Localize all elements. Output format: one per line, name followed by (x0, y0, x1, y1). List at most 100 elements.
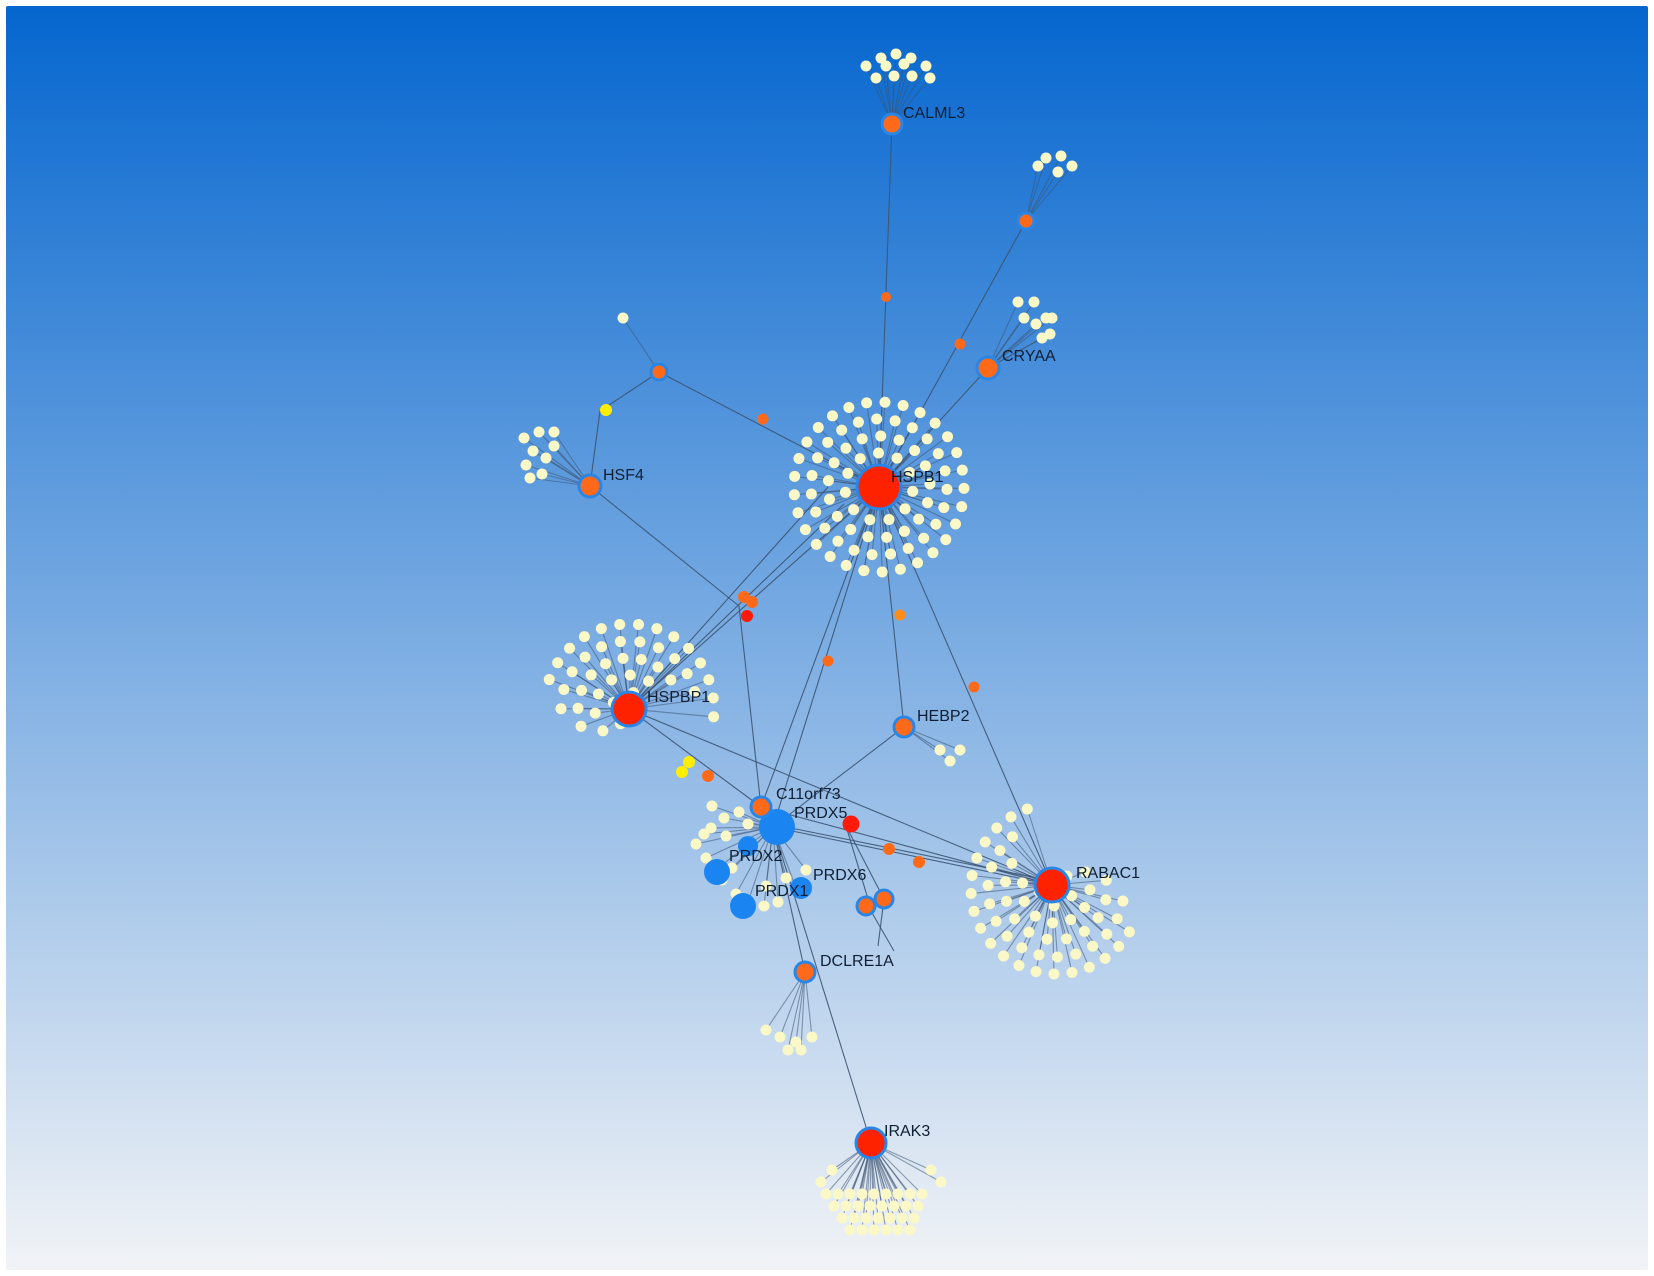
leaf-node (940, 534, 952, 546)
leaf-edge (800, 971, 806, 1051)
leaf-node (951, 447, 963, 459)
leaf-node (706, 800, 718, 812)
backbone-edge (772, 826, 1053, 886)
leaf-node (888, 1200, 900, 1212)
leaf-node (840, 1200, 852, 1212)
label-layer: CALML3 CRYAA HSF4 HSPB1 HSPBP1 HEBP2 C11… (603, 105, 1140, 1140)
leaf-node (668, 631, 680, 643)
leaf-node (1101, 928, 1113, 940)
leaf-node (966, 869, 978, 881)
leaf-node (1079, 901, 1091, 913)
leaf-node (879, 396, 891, 408)
leaf-node (527, 445, 539, 457)
leaf-node (1013, 960, 1025, 972)
leaf-node (1046, 312, 1058, 324)
leaf-node (907, 485, 919, 497)
leaf-node (871, 413, 883, 425)
leaf-node (893, 434, 905, 446)
leaf-node (864, 514, 876, 526)
leaf-node (844, 1224, 856, 1236)
leaf-node (1012, 296, 1024, 308)
leaf-node (866, 549, 878, 561)
prdx2-blue-node (738, 836, 758, 856)
leaf-node (822, 436, 834, 448)
label-hspb1: HSPB1 (891, 469, 944, 486)
leaf-node (812, 452, 824, 464)
leaf-edge (787, 971, 806, 1051)
backbone-edge (878, 123, 893, 488)
leaf-node (934, 744, 946, 756)
leaf-node (805, 488, 817, 500)
network-canvas: CALML3 CRYAA HSF4 HSPB1 HSPBP1 HEBP2 C11… (6, 6, 1648, 1270)
top-orange-node (1016, 211, 1036, 231)
leaf-node (1113, 940, 1125, 952)
label-hebp2: HEBP2 (917, 708, 970, 725)
leaf-node (1100, 874, 1112, 886)
leaf-node (789, 470, 801, 482)
leaf-node (1032, 160, 1044, 172)
hsf4-node (577, 473, 603, 499)
leaf-node (856, 1188, 868, 1200)
leaf-edge (1025, 165, 1073, 222)
background-gradient (6, 6, 1648, 1270)
leaf-node (1117, 895, 1129, 907)
leaf-node (643, 675, 655, 687)
backbone-edge (772, 726, 905, 828)
leaf-node (912, 557, 924, 569)
leaf-node (828, 1200, 840, 1212)
leaf-node (1023, 926, 1035, 938)
leaf-node (1083, 961, 1095, 973)
leaf-node (868, 1224, 880, 1236)
leaf-node (941, 483, 953, 495)
leaf-node (832, 1188, 844, 1200)
leaf-node (935, 1176, 947, 1188)
leaf-node (932, 448, 944, 460)
leaf-node (852, 416, 864, 428)
leaf-node (1030, 966, 1042, 978)
backbone-edge (845, 825, 869, 900)
leaf-node (856, 1224, 868, 1236)
leaf-node (815, 1176, 827, 1188)
leaf-node (861, 397, 873, 409)
leaf-node (998, 950, 1010, 962)
leaf-node (575, 720, 587, 732)
label-prdx1: PRDX1 (755, 883, 808, 900)
leaf-node (820, 1188, 832, 1200)
leaf-node (585, 669, 597, 681)
leaf-node (824, 493, 836, 505)
leaf-node (600, 658, 612, 670)
upper-left-orange-node (649, 362, 669, 382)
prdx6-orange-node (855, 895, 877, 917)
label-hspbp1: HSPBP1 (647, 689, 710, 706)
leaf-node (707, 692, 719, 704)
leaf-node (1066, 160, 1078, 172)
leaf-node (904, 1224, 916, 1236)
leaf-node (1001, 930, 1013, 942)
leaf-node (810, 506, 822, 518)
leaf-node (968, 905, 980, 917)
intermediate-node (894, 609, 906, 621)
leaf-node (906, 70, 918, 82)
leaf-node (994, 844, 1006, 856)
leaf-node (1060, 933, 1072, 945)
leaf-node (579, 651, 591, 663)
leaf-node (890, 48, 902, 60)
leaf-node (927, 547, 939, 559)
leaf-node (880, 1188, 892, 1200)
leaf-edge (1025, 171, 1059, 222)
leaf-edge (987, 317, 1053, 369)
leaf-node (694, 657, 706, 669)
intermediate-node (883, 843, 895, 855)
backbone-edge (738, 605, 762, 808)
leaf-node (790, 1036, 802, 1048)
dclre1a-node (793, 960, 817, 984)
backbone-edge (772, 826, 806, 973)
leaf-node (876, 566, 888, 578)
intermediate-node (842, 815, 860, 833)
leaf-node (924, 72, 936, 84)
leaf-node (904, 1188, 916, 1200)
leaf-node (1047, 917, 1059, 929)
leaf-node (772, 896, 784, 908)
leaf-node (1040, 152, 1052, 164)
label-c11orf73: C11orf73 (776, 786, 841, 803)
